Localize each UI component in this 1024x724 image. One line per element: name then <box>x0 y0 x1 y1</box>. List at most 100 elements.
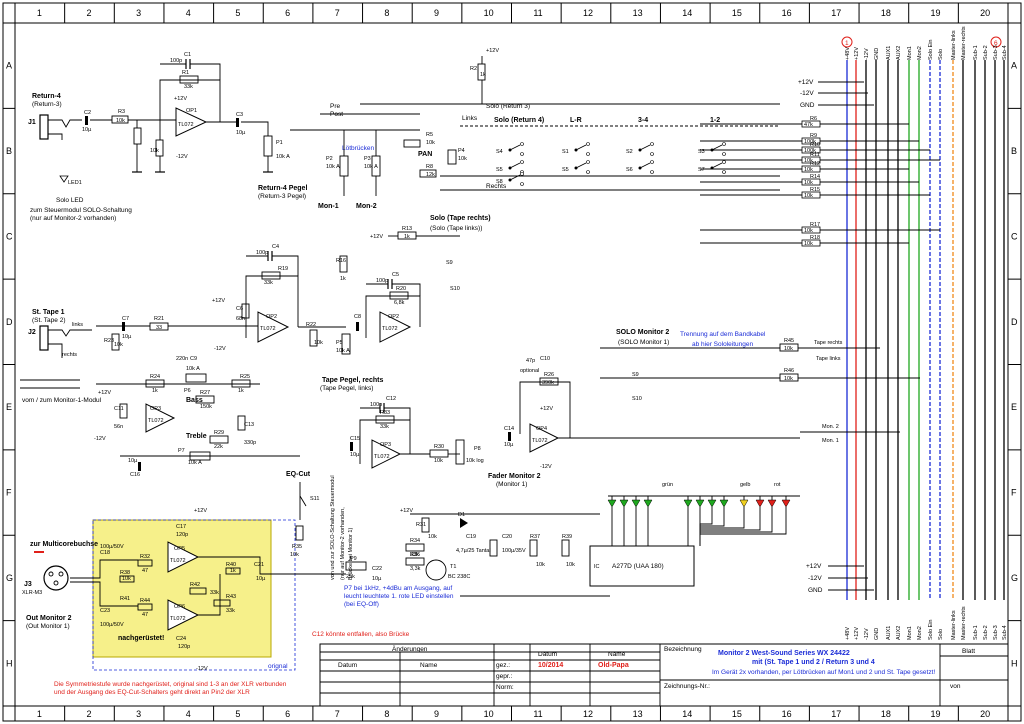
output-stage-section: C15 10µ OP3 TL072 R33 33k C12 100p R30 1… <box>350 329 920 488</box>
p8-value: 10k log <box>466 458 484 464</box>
r33-label: R33 <box>380 410 390 416</box>
bus-label-top: Sub-2 <box>983 45 989 60</box>
c18-label: C18 <box>100 550 110 556</box>
row-label: E <box>1011 402 1017 412</box>
resistor-r19 <box>261 271 281 280</box>
p4-value: 10k <box>458 156 467 162</box>
column-label: 8 <box>384 8 389 18</box>
p3-value: 10k A <box>364 164 378 170</box>
r29-value: 22k <box>214 444 223 450</box>
bus-marker-left <box>841 36 853 48</box>
tb-datum-col: Datum <box>338 662 357 669</box>
jack-j3-type: XLR-M3 <box>22 590 42 596</box>
resistor-r5 <box>403 139 421 148</box>
c20-label: C20 <box>502 534 512 540</box>
p1-label: P1 <box>276 140 283 146</box>
switch-label: S7 <box>698 167 705 173</box>
transistor-t1 <box>425 559 447 581</box>
bus-label-top: Mon1 <box>907 46 913 60</box>
c4-value: 100p <box>256 250 268 256</box>
multicore-label: zur Multicorebuchse <box>30 541 98 548</box>
c13-value: 330p <box>244 440 256 446</box>
c21-label: C21 <box>254 562 264 568</box>
p7-label: P7 <box>178 448 185 454</box>
resistor-r45 <box>779 343 799 352</box>
tb-bezeichnung: Bezeichnung <box>664 646 702 653</box>
return4-subtitle: (Return-3) <box>32 101 62 108</box>
p7-value: 10k A <box>188 460 202 466</box>
resistor-r33 <box>375 415 395 424</box>
eqcut-note1: von und zur SOLO-Schaltung Steuermodul <box>330 475 336 580</box>
nachgeruestet-label: nachgerüstet! <box>118 635 164 642</box>
bus-label-bottom: Master-rechts <box>961 606 967 640</box>
solo-tape-l-label: (Solo (Tape links)) <box>430 225 482 232</box>
r27-label: R27 <box>200 390 210 396</box>
trennung-note2: ab hier Sololeitungen <box>692 341 753 348</box>
bus-label-top: AUX2 <box>896 46 902 60</box>
bus-label-bottom: Solo Ein <box>928 620 934 641</box>
bank-resistor-ref: R9 <box>810 133 817 139</box>
pot-p1 <box>263 135 273 157</box>
r3-value: 10k <box>116 118 125 124</box>
resistor-r27 <box>195 395 215 404</box>
tb-name-col: Name <box>420 662 438 669</box>
bus-label-bottom: Sub-2 <box>983 625 989 640</box>
r8-value: 12k <box>426 172 435 178</box>
r2-value: 1k <box>480 72 486 78</box>
r45-value: 10k <box>784 346 793 352</box>
switch-label: S4 <box>496 149 503 155</box>
c14-value: 10µ <box>504 442 514 448</box>
bus-label-bottom: Sub-4 <box>1002 625 1008 640</box>
bus-label-bottom: AUX2 <box>896 626 902 640</box>
led1-note1: zum Steuermodul SOLO-Schaltung <box>30 207 132 214</box>
column-label: 9 <box>434 8 439 18</box>
loetbruecken-label: Lötbrücken <box>342 145 375 152</box>
switch-blade <box>575 144 587 151</box>
bus-label-bottom: Master-links <box>951 610 957 640</box>
column-label: 12 <box>583 709 593 719</box>
r30-label: R30 <box>434 444 444 450</box>
solo-34-label: 3-4 <box>638 117 648 124</box>
bus-label-bottom: Mon1 <box>907 626 913 640</box>
op4-label: OP4 <box>536 426 547 432</box>
s11-label: S11 <box>310 496 319 502</box>
c2-value: 10µ <box>82 127 92 133</box>
r22-value: 10k <box>314 340 323 346</box>
led1-label: Solo LED <box>56 197 84 204</box>
r46-label: R46 <box>784 368 794 374</box>
c11-value: 56n <box>114 424 123 430</box>
pre-label: Pre <box>330 103 341 110</box>
bank-resistor-ref: R11 <box>810 152 820 158</box>
r23-value: 10k <box>114 342 123 348</box>
r34-value: 33k <box>410 552 419 558</box>
bus-label-top: Sub-3 <box>993 45 999 60</box>
r26-label: R26 <box>544 372 554 378</box>
c19-value: 4,7µ/25 Tantal <box>456 548 491 554</box>
p6-value: 10k A <box>186 366 200 372</box>
c14-label: C14 <box>504 426 514 432</box>
tb-aenderungen: Änderungen <box>392 645 428 653</box>
solo-mon2-sub: (SOLO Monitor 1) <box>618 339 669 346</box>
rail-minus12-bottom: -12V <box>808 575 822 582</box>
vu-note2: leucht leuchtete 1. rote LED einstellen <box>344 593 454 600</box>
ic-ref: IC <box>594 564 600 570</box>
r7-value: 10k <box>150 148 159 154</box>
resistor-r34 <box>405 543 425 552</box>
op3a-label: OP3 <box>150 406 161 412</box>
op1-type: TL072 <box>178 122 194 128</box>
ic-name: A277D (UAA 180) <box>612 563 664 570</box>
tb-name: Old-Papa <box>598 662 629 669</box>
switch-label: S5 <box>562 167 569 173</box>
resistor-r38 <box>119 575 135 583</box>
tb-title: Monitor 2 West-Sound Series WX 24422 <box>718 650 850 657</box>
mon1-label: Mon-1 <box>318 203 339 210</box>
p9-label: P9 <box>350 556 357 562</box>
column-label: 5 <box>235 8 240 18</box>
column-label: 6 <box>285 8 290 18</box>
vu-led <box>643 499 653 508</box>
c16-value: 10µ <box>128 458 138 464</box>
bus-label-bottom: -12V <box>864 628 870 640</box>
